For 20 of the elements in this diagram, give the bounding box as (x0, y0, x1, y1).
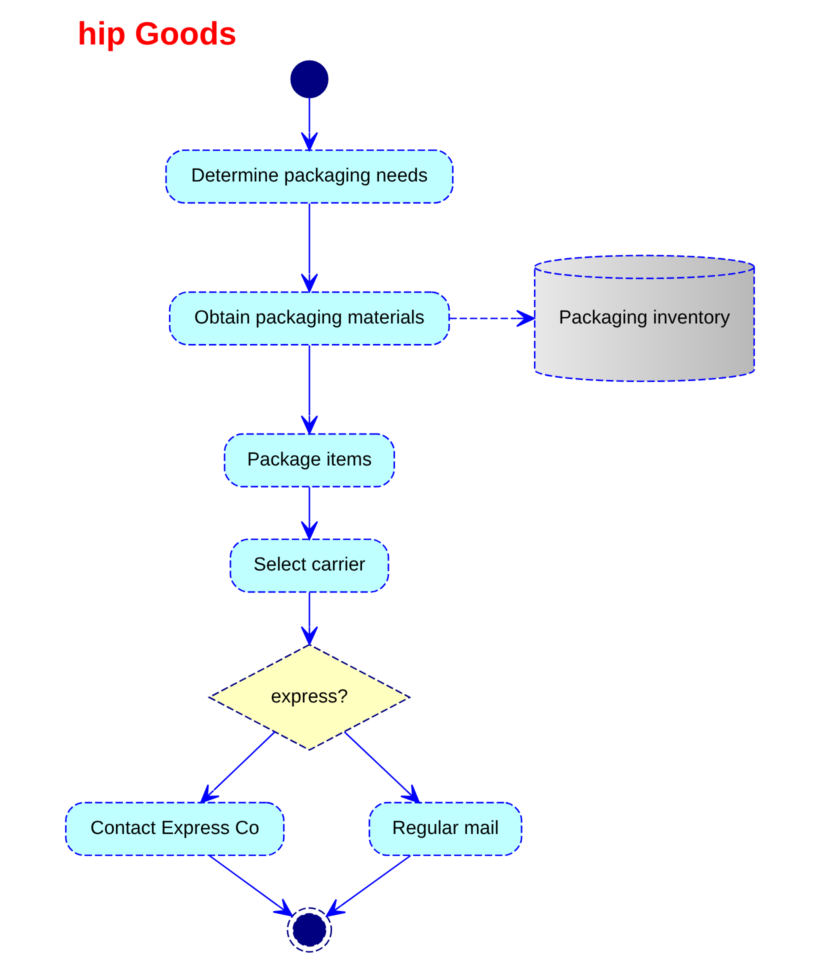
node-box: Obtain packaging materials (168, 291, 450, 346)
diagram-title: hip Goods (78, 15, 237, 52)
node-diamond: express? (208, 644, 412, 751)
node-box: Contact Express Co (65, 802, 285, 856)
node-circle (290, 60, 328, 98)
arrow (300, 487, 318, 540)
arrow (344, 731, 420, 804)
arrow (300, 98, 318, 151)
arrow (200, 731, 276, 804)
node-box: Determine packaging needs (165, 149, 454, 204)
arrow (209, 855, 293, 917)
node-box: Select carrier (230, 538, 390, 593)
node-box: Package items (224, 433, 395, 488)
node-box: Regular mail (368, 802, 522, 856)
arrow (326, 855, 411, 917)
arrow (300, 592, 318, 646)
node-circle (286, 907, 332, 953)
arrow (449, 310, 536, 328)
arrow (300, 345, 318, 434)
arrow (300, 203, 318, 292)
